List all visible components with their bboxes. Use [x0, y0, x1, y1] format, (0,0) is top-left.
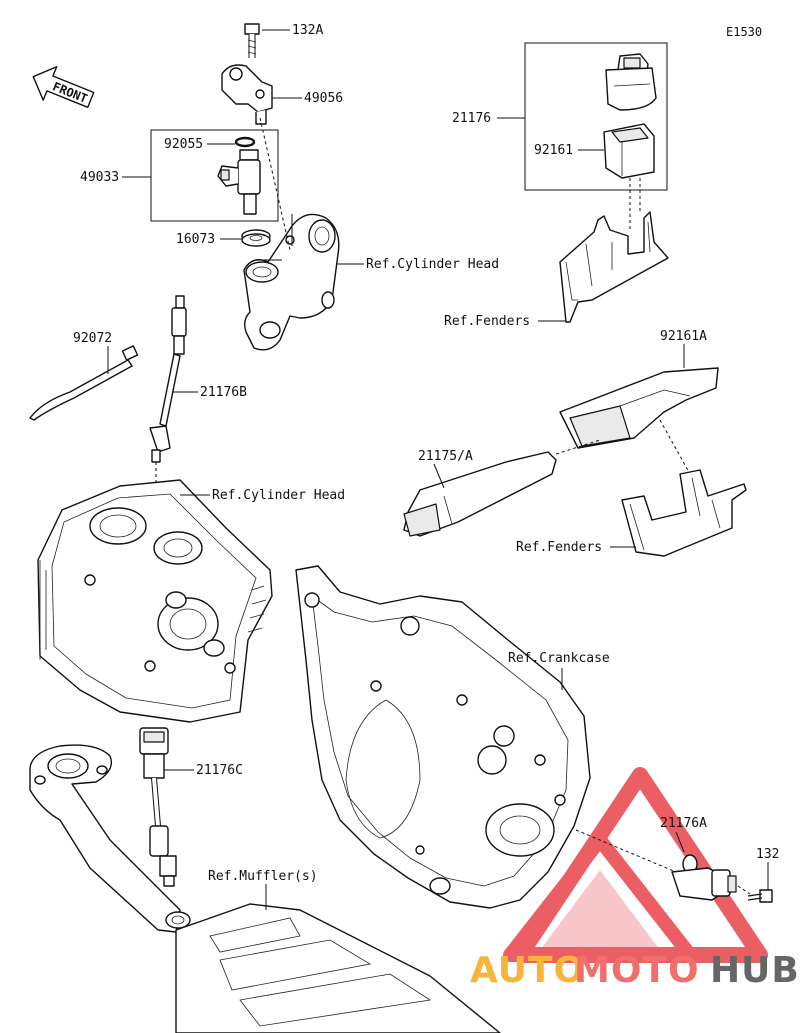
seal-16073	[241, 229, 271, 247]
label-ref-cylinder-head-1: Ref.Cylinder Head	[366, 257, 499, 272]
crankcase	[295, 565, 591, 909]
injector-49033	[217, 149, 261, 215]
bolt-132A	[244, 23, 260, 58]
sensor-21176B	[149, 295, 187, 463]
injector-group-box	[150, 129, 279, 222]
label-49056: 49056	[304, 91, 343, 106]
label-ref-crankcase: Ref.Crankcase	[508, 651, 610, 666]
fender-bracket-1	[559, 211, 669, 323]
cable-tie-92072	[29, 345, 139, 421]
label-ref-mufflers: Ref.Muffler(s)	[208, 869, 318, 884]
connector-cover-92161	[603, 123, 655, 179]
muffler	[175, 903, 501, 1033]
label-ref-cylinder-head-2: Ref.Cylinder Head	[212, 488, 345, 503]
label-21176C: 21176C	[196, 763, 243, 778]
watermark-text: AUTO MOTO HUB	[470, 950, 800, 991]
connector-group-box	[524, 42, 668, 191]
front-arrow-icon: FRONT	[32, 66, 95, 109]
watermark-part-1: AUTO	[470, 950, 585, 991]
label-21176: 21176	[452, 111, 491, 126]
cylinder-head	[37, 479, 273, 723]
label-16073: 16073	[176, 232, 215, 247]
label-132A: 132A	[292, 23, 323, 38]
label-ref-fenders-2: Ref.Fenders	[516, 540, 602, 555]
label-21176A: 21176A	[660, 816, 707, 831]
watermark-part-2: MOTO	[574, 950, 700, 991]
injector-bracket-49056	[221, 64, 273, 125]
label-92072: 92072	[73, 331, 112, 346]
label-92161: 92161	[534, 143, 573, 158]
connector-cover-92161A	[559, 367, 719, 449]
label-21175A: 21175/A	[418, 449, 473, 464]
watermark-logo-graphic	[503, 767, 768, 963]
fender-bracket-2	[621, 469, 747, 557]
exhaust-pipe	[29, 744, 191, 933]
label-ref-fenders-1: Ref.Fenders	[444, 314, 530, 329]
sensor-21176C	[139, 727, 177, 887]
label-21176B: 21176B	[200, 385, 247, 400]
sensor-21176A	[671, 854, 737, 901]
diagram-code: E1530	[726, 25, 762, 39]
label-92161A: 92161A	[660, 329, 707, 344]
bolt-132	[747, 889, 773, 903]
label-92055: 92055	[164, 137, 203, 152]
connector-21175A	[403, 451, 557, 537]
label-132: 132	[756, 847, 779, 862]
label-49033: 49033	[80, 170, 119, 185]
connector-plug	[605, 53, 657, 111]
o-ring-92055	[234, 136, 256, 148]
throttle-body-intake	[243, 213, 340, 351]
watermark-part-3: HUB	[710, 950, 800, 991]
